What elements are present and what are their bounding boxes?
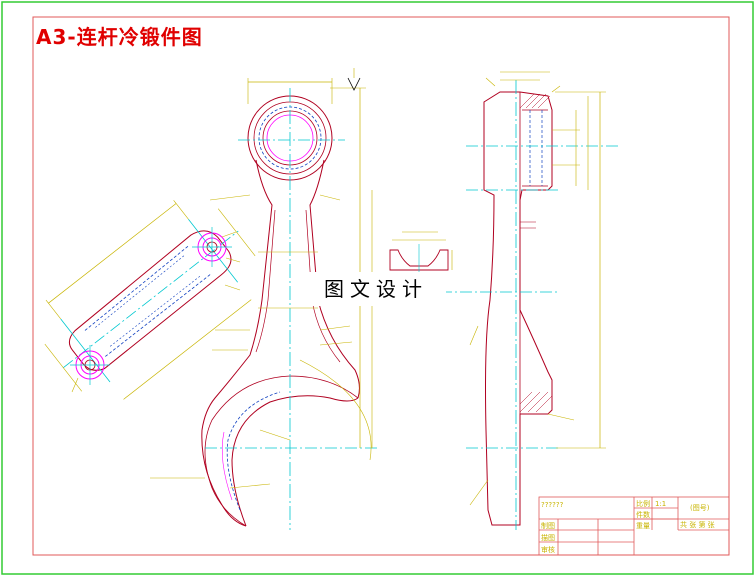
checker-label: 审核 [541, 545, 555, 554]
scale-label: 比例 [636, 499, 650, 508]
drawing-number: (图号) [690, 504, 710, 512]
sheet-info: 共 张 第 张 [680, 520, 715, 529]
drawing-title: A3-连杆冷锻件图 [36, 25, 203, 49]
designer-label: 制图 [541, 521, 555, 530]
scale-value: 1:1 [655, 500, 666, 508]
title-block-frame [538, 496, 730, 556]
qty-label: 件数 [636, 510, 650, 519]
rotated-view [44, 200, 256, 400]
watermark-label: 图文设计 [306, 272, 446, 306]
side-view [440, 71, 620, 530]
weight-label: 重量 [636, 522, 650, 530]
drawer-label: 描图 [541, 533, 555, 542]
inner-frame [32, 16, 730, 556]
title-block-text: ?????? 比例 1:1 件数 重量 (图号) 共 张 第 张 制图 描图 审… [541, 499, 715, 554]
section-view [389, 231, 453, 275]
title-block-mark: ?????? [541, 501, 564, 509]
